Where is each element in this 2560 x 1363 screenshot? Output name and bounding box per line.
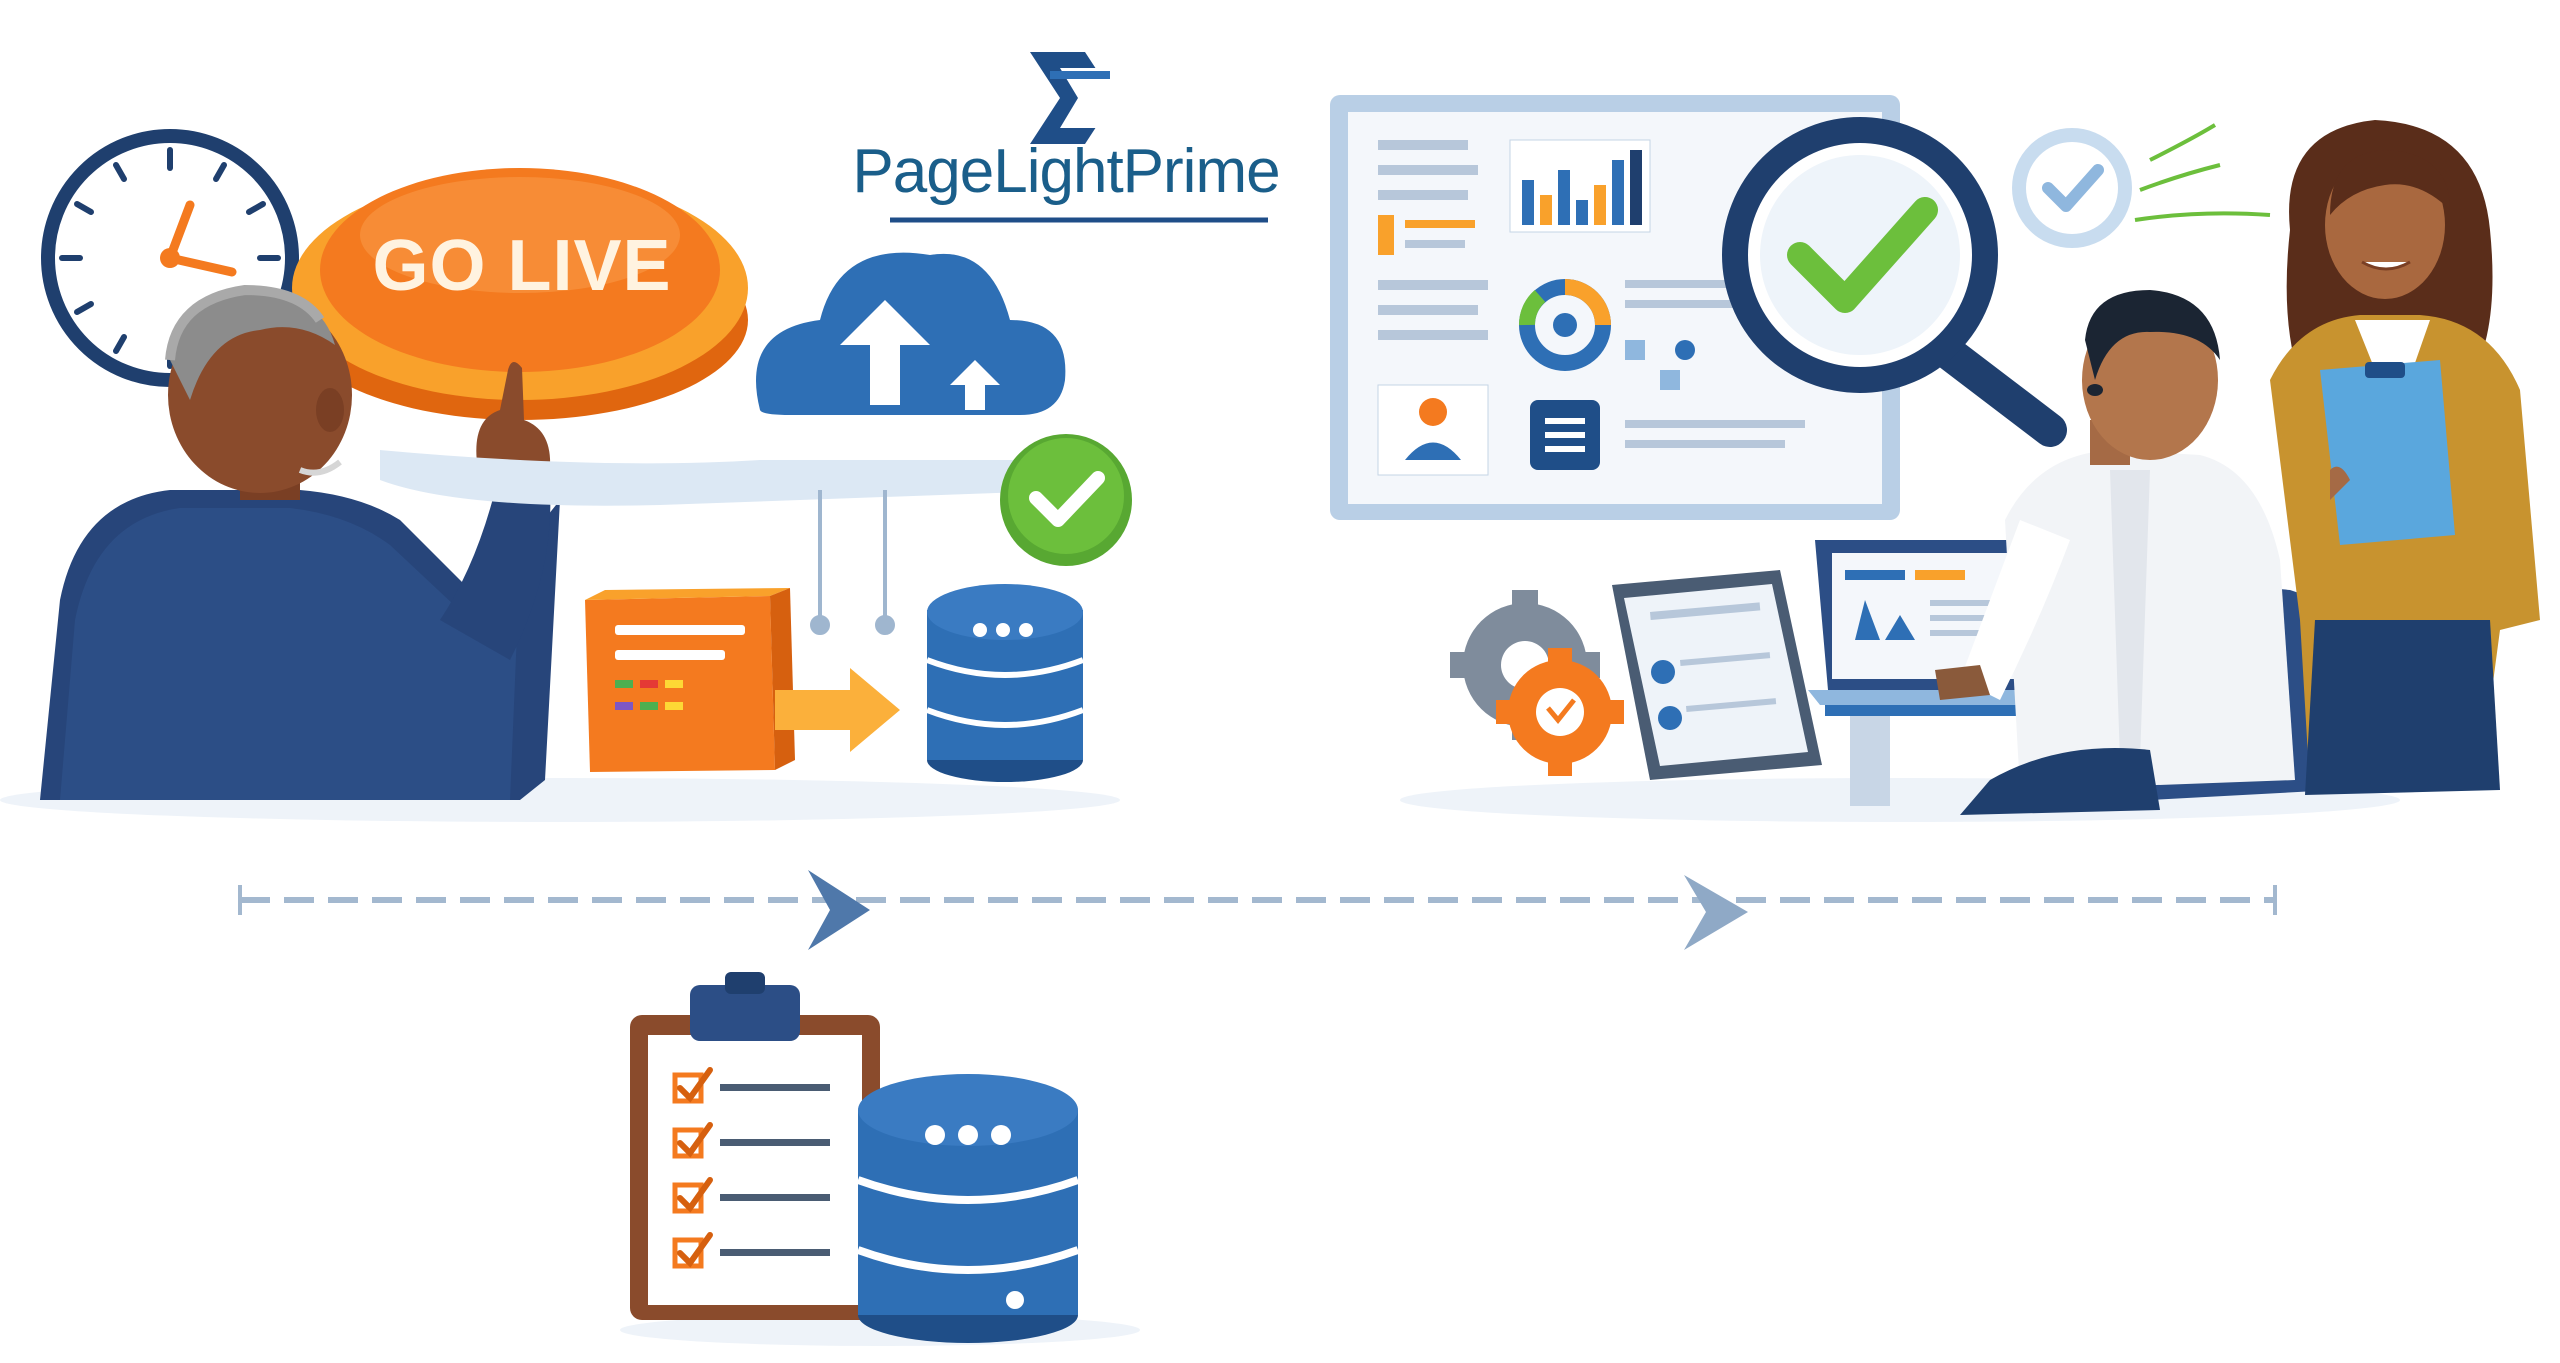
analyst-at-laptop — [1935, 290, 2335, 815]
database-icon — [856, 1074, 1080, 1343]
process-timeline — [238, 870, 2277, 950]
gear-icon — [1450, 590, 1624, 776]
upload-cloud-icon — [380, 252, 1080, 506]
connector-lines — [810, 490, 895, 635]
dashboard-bar-chart — [1509, 139, 1651, 233]
checklist-clipboard-icon — [630, 972, 880, 1320]
report-tablet — [1612, 570, 1822, 780]
server-icon — [585, 588, 900, 772]
pagelightprime-logo: PageLightPrime — [852, 52, 1281, 223]
dashboard-donut-chart — [1519, 279, 1611, 371]
go-live-button[interactable]: GO LIVE — [292, 168, 748, 420]
manager-with-clipboard — [2270, 120, 2540, 795]
checkmark-badge-icon — [1000, 434, 1132, 566]
go-live-label: GO LIVE — [372, 226, 671, 306]
flow-arrow-icon — [808, 870, 870, 950]
man-pressing-button — [40, 284, 560, 800]
logo-wordmark: PageLightPrime — [852, 137, 1279, 206]
magnifier-check-icon — [1722, 117, 2067, 447]
flow-arrow-icon — [1684, 875, 1748, 950]
floor-shadows — [0, 778, 2400, 1346]
checkmark-small-icon — [2012, 123, 2271, 248]
database-icon — [925, 584, 1085, 782]
